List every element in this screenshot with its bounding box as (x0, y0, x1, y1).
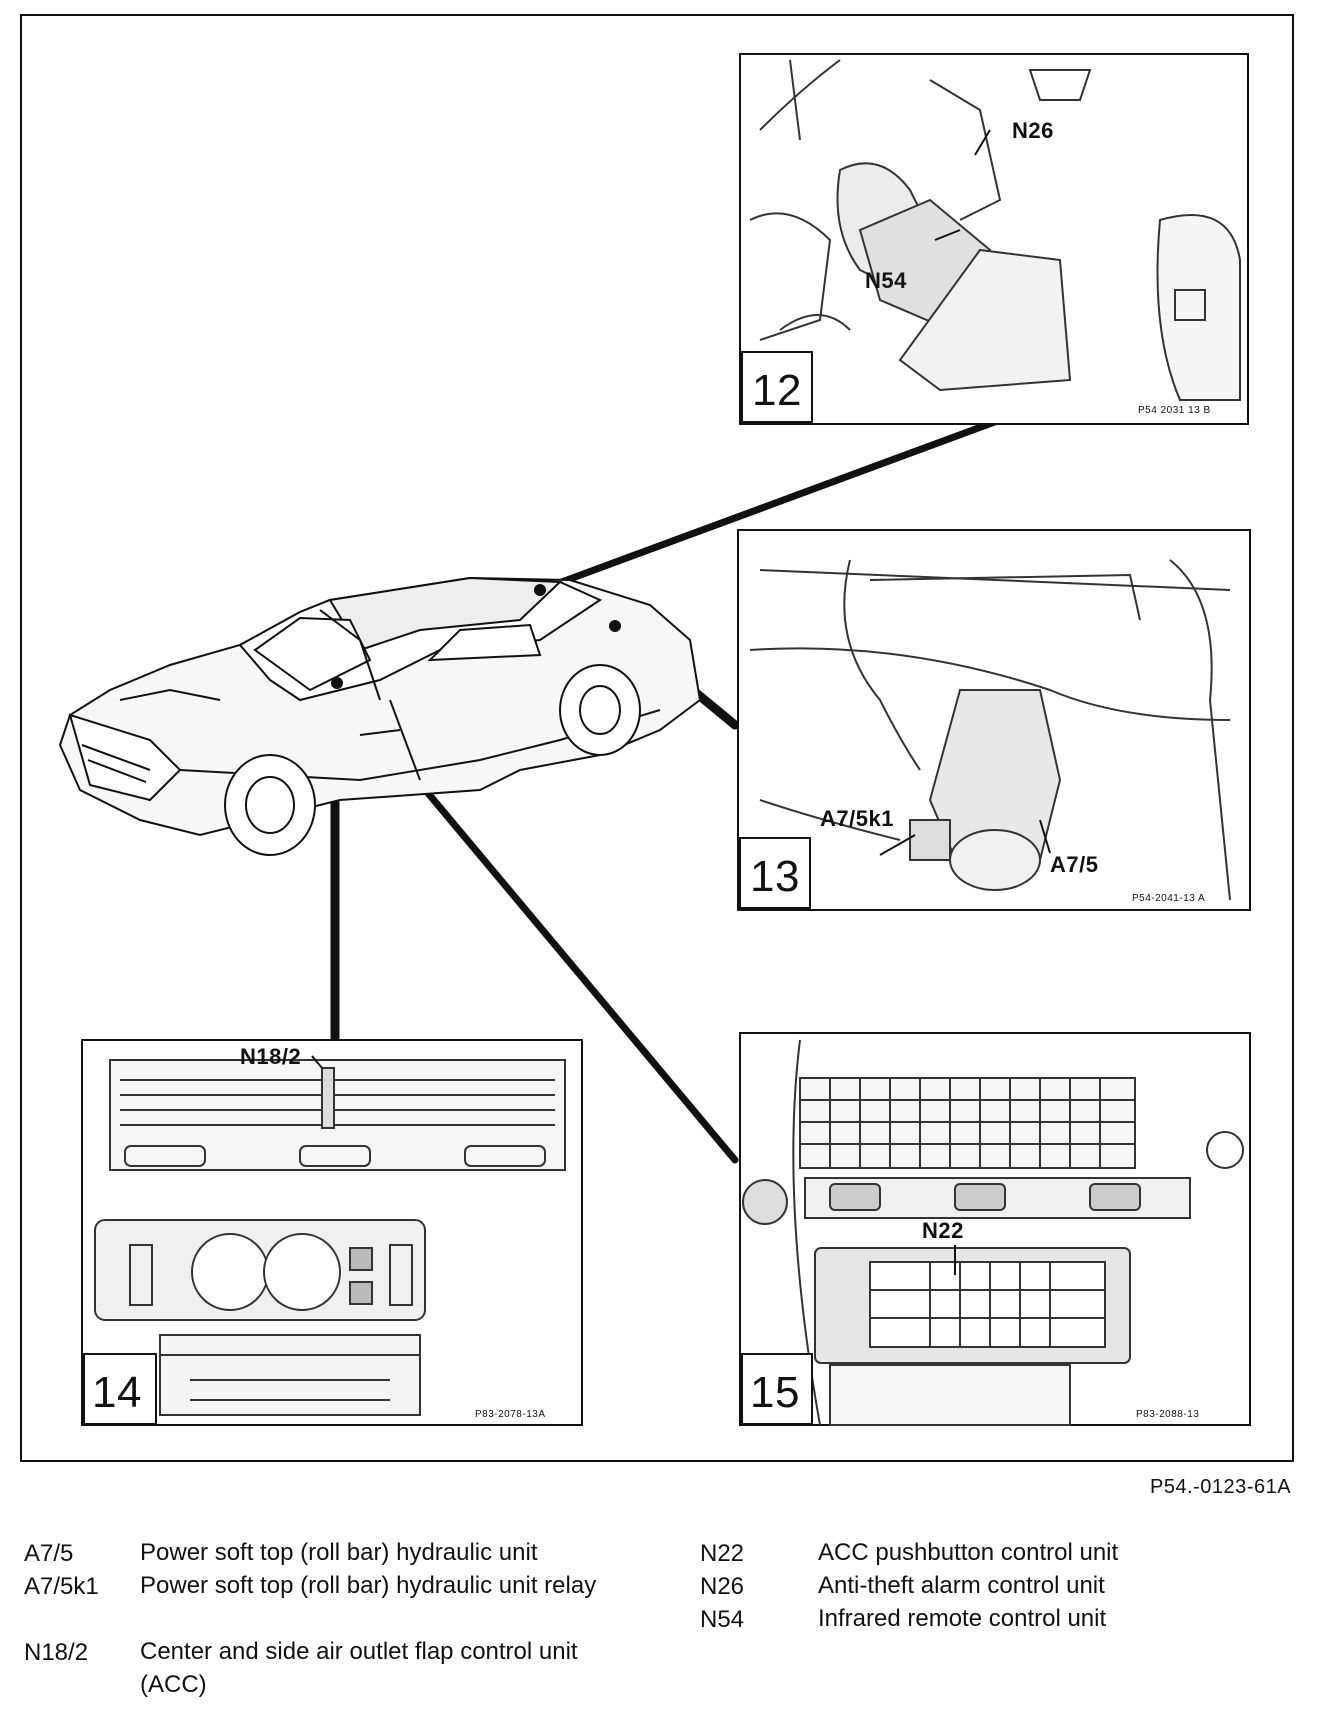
location-dot-12 (534, 584, 546, 596)
panel-15 (739, 1032, 1251, 1426)
callout-a7-5: A7/5 (1050, 852, 1099, 877)
location-dot-13 (609, 620, 621, 632)
panel-14-photo-ref: P83-2078-13A (475, 1409, 546, 1420)
legend-code: A7/5k1 (24, 1573, 99, 1600)
callout-n18-2: N18/2 (240, 1044, 302, 1069)
leader-to-panel-12 (536, 416, 1004, 594)
callout-n26: N26 (1012, 118, 1054, 143)
diagram-frame (20, 14, 1294, 1462)
panel-13-number: 13 (750, 852, 800, 901)
legend-description: Infrared remote control unit (818, 1605, 1107, 1632)
panel-13-photo-ref: P54-2041-13 A (1132, 893, 1206, 904)
panel-12-number: 12 (752, 366, 802, 415)
legend-code: N54 (700, 1606, 745, 1633)
panel-13 (737, 529, 1251, 911)
callout-leaders (311, 129, 1051, 1275)
legend-description: Anti-theft alarm control unit (818, 1572, 1105, 1599)
callout-n22: N22 (922, 1218, 964, 1243)
legend-description: Power soft top (roll bar) hydraulic unit (140, 1539, 538, 1566)
panel-12 (739, 53, 1249, 425)
car-illustration (58, 576, 702, 856)
legend-code: N26 (700, 1573, 745, 1600)
panel-12-photo-ref: P54 2031 13 B (1138, 405, 1211, 416)
legend-description: Power soft top (roll bar) hydraulic unit… (140, 1572, 597, 1599)
legend-code: A7/5 (24, 1540, 74, 1567)
rear-wheel (559, 664, 641, 756)
legend-code: N22 (700, 1540, 745, 1567)
callout-a7-5k1: A7/5k1 (820, 806, 894, 831)
panel-15-number: 15 (750, 1368, 800, 1417)
legend-code: N18/2 (24, 1639, 89, 1666)
front-wheel (224, 754, 316, 856)
panel-14-number: 14 (92, 1368, 142, 1417)
legend-description: Center and side air outlet flap control … (140, 1638, 578, 1698)
panel-15-photo-ref: P83-2088-13 (1136, 1409, 1200, 1420)
figure-reference: P54.-0123-61A (1150, 1476, 1292, 1498)
legend-description: ACC pushbutton control unit (818, 1539, 1119, 1566)
panel-14 (81, 1039, 583, 1426)
callout-n54: N54 (865, 268, 907, 293)
location-dot-14 (331, 677, 343, 689)
